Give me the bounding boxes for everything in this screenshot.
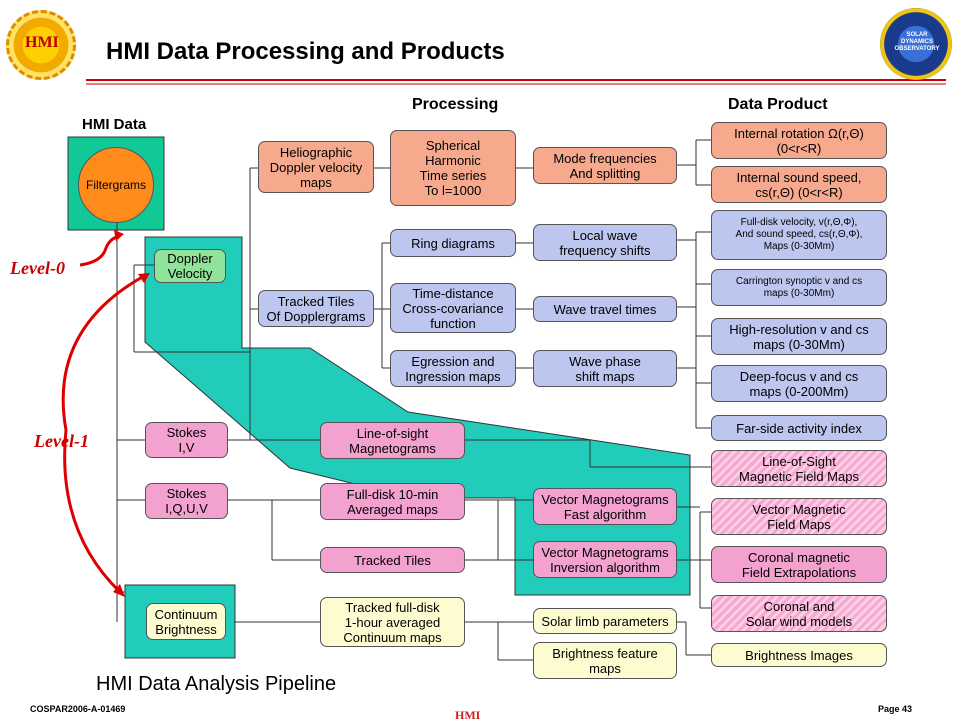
footer-page-number: Page 43: [878, 704, 913, 714]
coronal-extrapolations-node: Coronal magnetic Field Extrapolations: [711, 546, 887, 583]
column-header-data-product: Data Product: [728, 96, 828, 113]
coronal-solar-wind-node: Coronal and Solar wind models: [711, 595, 887, 632]
column-header-processing: Processing: [412, 96, 499, 113]
tracked-full-disk-node: Tracked full-disk 1-hour averaged Contin…: [320, 597, 465, 647]
deep-focus-node: Deep-focus v and cs maps (0-200Mm): [711, 365, 887, 402]
los-field-maps-node: Line-of-Sight Magnetic Field Maps: [711, 450, 887, 487]
brightness-feature-node: Brightness feature maps: [533, 642, 677, 679]
doppler-velocity-node: Doppler Velocity: [154, 249, 226, 283]
sdo-logo: [880, 8, 952, 80]
mode-frequencies-node: Mode frequencies And splitting: [533, 147, 677, 184]
stokes-iquv-node: Stokes I,Q,U,V: [145, 483, 228, 519]
column-header-hmi-data: HMI Data: [82, 116, 147, 133]
full-disk-10min-node: Full-disk 10-min Averaged maps: [320, 483, 465, 520]
vector-fast-node: Vector Magnetograms Fast algorithm: [533, 488, 677, 525]
footer-hmi-mark: HMI: [455, 708, 481, 722]
los-magnetograms-node: Line-of-sight Magnetograms: [320, 422, 465, 459]
level-0-label: Level-0: [10, 258, 65, 278]
pipeline-caption: HMI Data Analysis Pipeline: [96, 673, 337, 695]
sdo-logo-text: SOLAR DYNAMICS OBSERVATORY: [894, 32, 940, 52]
egression-ingression-node: Egression and Ingression maps: [390, 350, 516, 387]
filtergrams-node: Filtergrams: [78, 147, 154, 223]
brightness-images-node: Brightness Images: [711, 643, 887, 667]
solar-limb-node: Solar limb parameters: [533, 608, 677, 634]
heliographic-doppler-node: Heliographic Doppler velocity maps: [258, 141, 374, 193]
wave-phase-node: Wave phase shift maps: [533, 350, 677, 387]
full-disk-velocity-node: Full-disk velocity, v(r,Θ,Φ), And sound …: [711, 210, 887, 260]
wave-travel-times-node: Wave travel times: [533, 296, 677, 322]
internal-sound-speed-node: Internal sound speed, cs(r,Θ) (0<r<R): [711, 166, 887, 203]
spherical-harmonic-node: Spherical Harmonic Time series To l=1000: [390, 130, 516, 206]
far-side-activity-node: Far-side activity index: [711, 415, 887, 441]
high-resolution-node: High-resolution v and cs maps (0-30Mm): [711, 318, 887, 355]
tracked-tiles-node: Tracked Tiles: [320, 547, 465, 573]
ring-diagrams-node: Ring diagrams: [390, 229, 516, 257]
hmi-logo: [6, 10, 76, 80]
time-distance-node: Time-distance Cross-covariance function: [390, 283, 516, 333]
internal-rotation-node: Internal rotation Ω(r,Θ) (0<r<R): [711, 122, 887, 159]
vector-inversion-node: Vector Magnetograms Inversion algorithm: [533, 541, 677, 578]
level-1-label: Level-1: [34, 431, 89, 451]
footer-reference: COSPAR2006-A-01469: [30, 704, 126, 714]
page-title: HMI Data Processing and Products: [106, 38, 505, 65]
stokes-iv-node: Stokes I,V: [145, 422, 228, 458]
local-wave-node: Local wave frequency shifts: [533, 224, 677, 261]
hmi-logo-text: HMI: [25, 34, 59, 51]
continuum-brightness-node: Continuum Brightness: [146, 603, 226, 640]
carrington-synoptic-node: Carrington synoptic v and cs maps (0-30M…: [711, 269, 887, 306]
vector-field-maps-node: Vector Magnetic Field Maps: [711, 498, 887, 535]
tracked-tiles-doppler-node: Tracked Tiles Of Dopplergrams: [258, 290, 374, 327]
